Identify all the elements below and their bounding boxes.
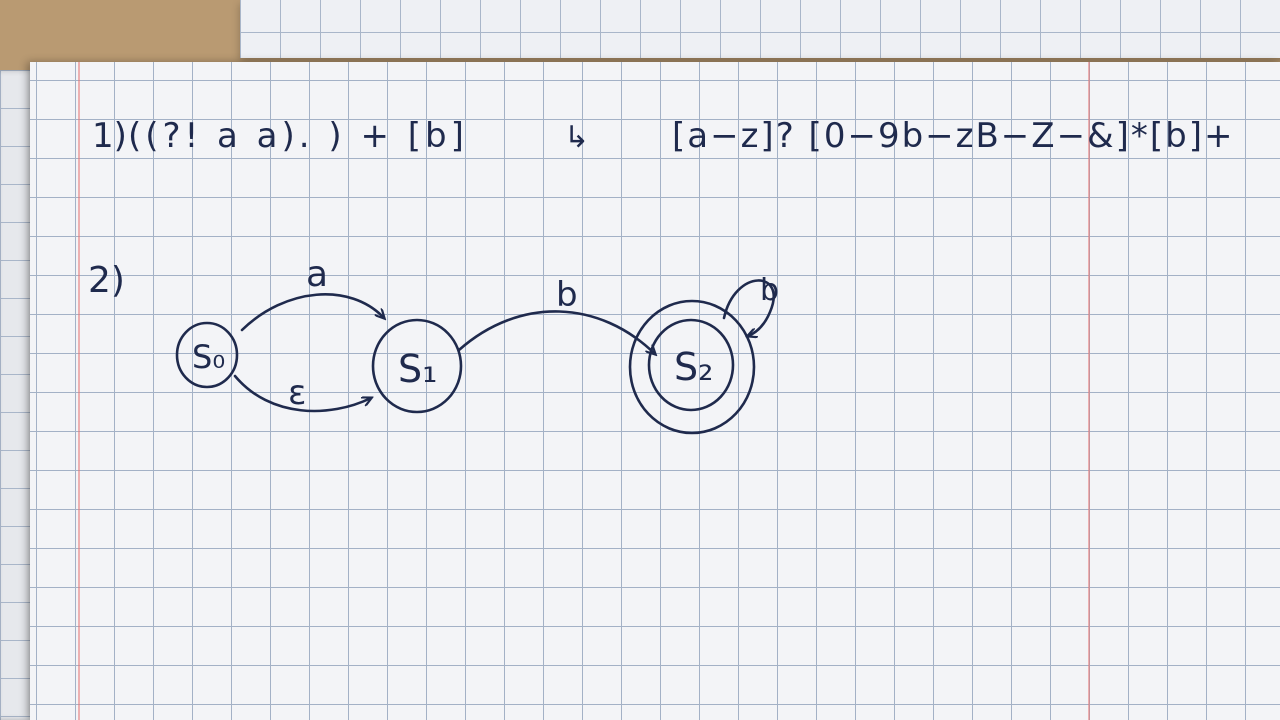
state-s0-circle <box>175 321 239 389</box>
transition-s0-s1-epsilon <box>233 374 371 413</box>
transition-label-b-loop: b <box>760 273 779 308</box>
notebook-page <box>30 62 1280 720</box>
regex-left: ((?! a a). ) + [b] <box>128 116 468 156</box>
transition-label-a: a <box>306 254 328 295</box>
transition-s0-s1-a <box>240 293 384 332</box>
exercise-2-number: 2) <box>88 260 125 301</box>
state-s1-circle <box>371 318 463 414</box>
transition-s2-s2-b-loop <box>722 279 775 336</box>
exercise-2: 2) S₀ S₁ S₂ a ε b b <box>88 254 779 435</box>
transition-label-epsilon: ε <box>288 373 306 413</box>
exercise-1-number: 1) <box>92 116 127 156</box>
state-s2-inner-circle <box>647 318 735 412</box>
regex-right: [a−z]? [0−9b−zB−Z−&]*[b]+ <box>672 116 1234 156</box>
arrow-symbol: ↳ <box>564 120 589 155</box>
notebook-left-page-edge <box>0 70 34 720</box>
state-s2-outer-circle <box>628 299 756 435</box>
automaton-diagram <box>175 279 775 435</box>
background-sheet <box>240 0 1280 58</box>
state-s1-label: S₁ <box>398 347 437 391</box>
state-s0-label: S₀ <box>192 338 225 376</box>
transition-label-b: b <box>556 275 578 315</box>
margin-line-left <box>78 62 80 720</box>
margin-line-right <box>1088 62 1090 720</box>
transition-s1-s2-b <box>457 310 655 354</box>
exercise-1: 1) ((?! a a). ) + [b] ↳ [a−z]? [0−9b−zB−… <box>92 116 1234 156</box>
state-s2-label: S₂ <box>674 345 713 389</box>
